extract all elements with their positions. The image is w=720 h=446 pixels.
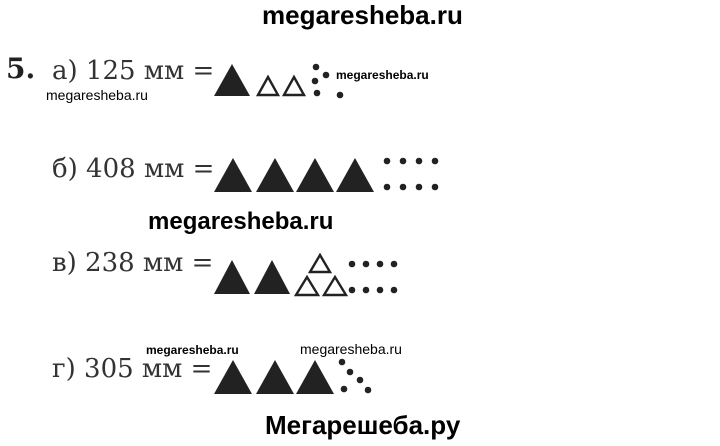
outline-triangle — [281, 74, 307, 97]
dot — [312, 63, 320, 71]
outline-triangle — [255, 74, 281, 97]
filled-triangle — [336, 158, 374, 192]
filled-triangle — [214, 260, 250, 294]
dot — [348, 260, 356, 268]
watermark-mid: megaresheba.ru — [148, 208, 334, 235]
dot — [390, 260, 398, 268]
dot — [346, 368, 354, 376]
dot — [415, 157, 423, 165]
dot — [431, 157, 439, 165]
watermark-small-a-left: megaresheba.ru — [46, 87, 148, 103]
dot — [383, 157, 391, 165]
filled-triangle — [214, 158, 252, 192]
outline-triangle — [321, 274, 349, 297]
dot — [431, 183, 439, 191]
dot — [348, 286, 356, 294]
dot — [390, 286, 398, 294]
filled-triangle — [256, 158, 294, 192]
item-b-label: б) 408 мм = — [52, 154, 215, 184]
watermark-small-a-right: megaresheba.ru — [336, 68, 429, 82]
dot — [415, 183, 423, 191]
dot — [340, 385, 348, 393]
item-a-label: а) 125 мм = — [52, 56, 215, 86]
item-v-label: в) 238 мм = — [52, 248, 214, 278]
dot — [322, 71, 330, 79]
watermark-header: megaresheba.ru — [262, 0, 463, 30]
item-a-figures — [214, 63, 344, 99]
filled-triangle — [254, 260, 290, 294]
watermark-footer: Мегарешеба.ру — [265, 410, 461, 440]
task-number: 5. — [6, 52, 36, 85]
dot — [336, 91, 344, 99]
filled-triangle — [214, 64, 250, 96]
dot — [364, 386, 372, 394]
dot — [362, 286, 370, 294]
outline-triangle — [293, 274, 321, 297]
filled-triangle — [214, 360, 252, 394]
outline-triangle — [307, 252, 333, 274]
dot — [376, 260, 384, 268]
item-g-figures — [214, 358, 372, 394]
dot — [399, 183, 407, 191]
item-b-figures — [214, 157, 439, 192]
dot — [362, 260, 370, 268]
filled-triangle — [296, 360, 334, 394]
filled-triangle — [296, 158, 334, 192]
watermark-small-g-right: megaresheba.ru — [300, 341, 402, 357]
dot — [313, 89, 321, 97]
dot — [311, 77, 319, 85]
dot — [356, 376, 364, 384]
dot — [383, 183, 391, 191]
filled-triangle — [256, 360, 294, 394]
dot — [338, 358, 346, 366]
item-v-figures — [214, 252, 398, 297]
watermark-small-g-left: megaresheba.ru — [146, 343, 239, 357]
dot — [376, 286, 384, 294]
dot — [399, 157, 407, 165]
item-g-label: г) 305 мм = — [52, 354, 213, 384]
